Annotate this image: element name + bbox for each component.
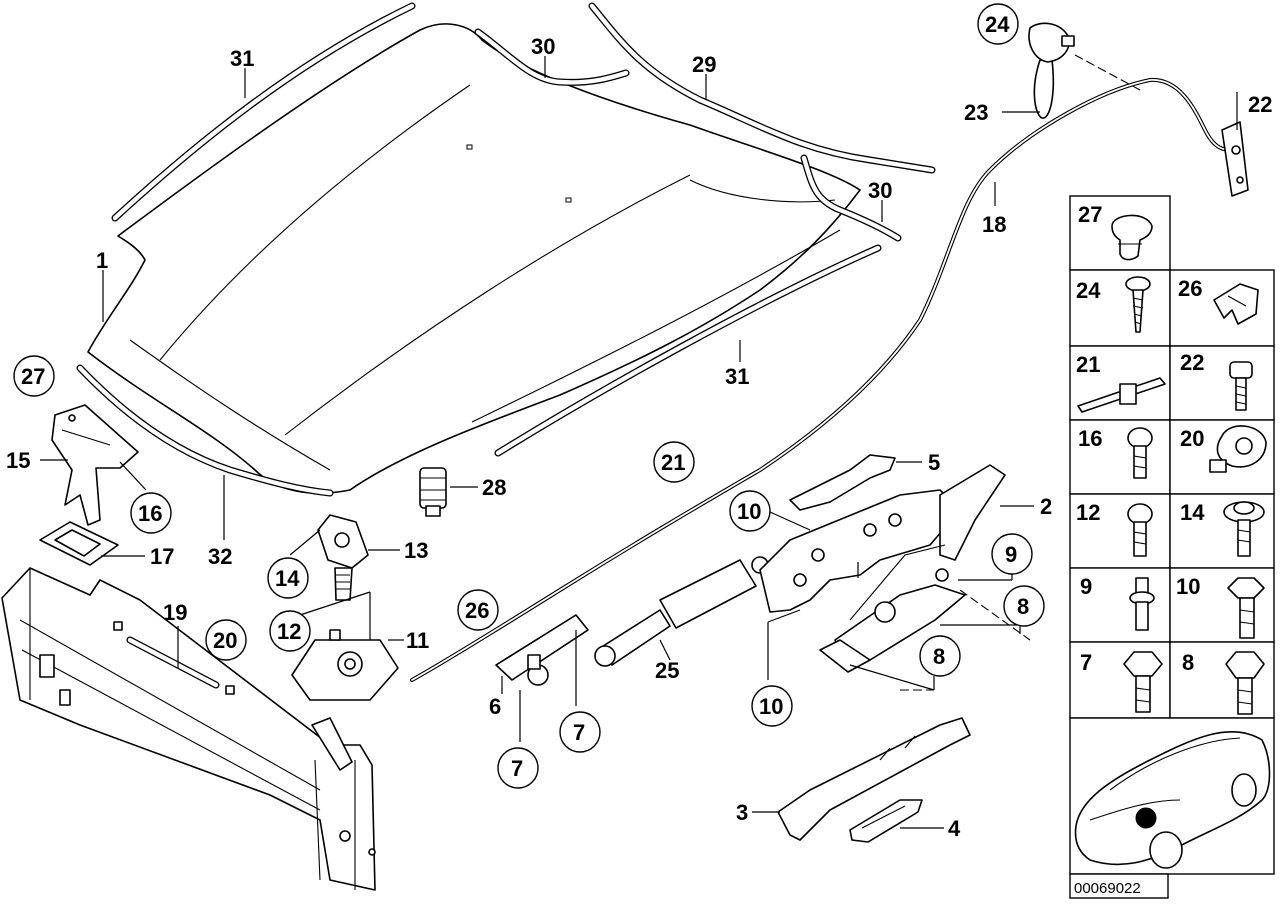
hood-panel [87, 23, 861, 494]
callout-31a: 31 [230, 46, 254, 71]
table-label-26: 26 [1178, 276, 1202, 301]
table-label-10: 10 [1176, 574, 1200, 599]
bolt-7-icon [1123, 651, 1163, 713]
dashed-leaders [900, 589, 1031, 691]
callout-30a: 30 [531, 34, 555, 59]
hood-lock-15 [51, 404, 139, 526]
callout-28: 28 [482, 475, 506, 500]
front-crossmember [1, 567, 376, 891]
gas-strut-25 [594, 556, 769, 667]
callout-16: 16 [138, 501, 162, 526]
callout-9: 9 [1005, 542, 1017, 567]
callout-29: 29 [692, 52, 716, 77]
callout-27: 27 [21, 364, 45, 389]
callout-15: 15 [6, 448, 30, 473]
cable-tie-21-icon [1077, 377, 1166, 413]
diagram-number-box: 00069022 [1069, 873, 1169, 899]
callout-3: 3 [736, 800, 748, 825]
release-cable-18 [410, 77, 1234, 682]
seal-32 [76, 364, 334, 497]
spring-plate-5 [789, 454, 896, 511]
car-location-icon [1074, 731, 1271, 869]
buffer-28 [419, 467, 447, 517]
callout-10a: 10 [737, 499, 761, 524]
callout-26: 26 [465, 598, 489, 623]
callout-14: 14 [275, 566, 300, 591]
table-label-21: 21 [1076, 352, 1100, 377]
callout-7b: 7 [573, 720, 585, 745]
release-handle-23 [1028, 22, 1075, 119]
hinge-plate-3 [777, 717, 971, 841]
callout-22-top: 22 [1248, 92, 1272, 117]
cable-bracket-22 [1221, 121, 1249, 197]
callout-23: 23 [964, 100, 988, 125]
bolt-10-icon [1227, 577, 1265, 639]
callout-8a: 8 [1017, 594, 1029, 619]
table-label-20: 20 [1180, 426, 1204, 451]
callout-1: 1 [96, 248, 108, 273]
callout-25: 25 [655, 658, 679, 683]
hinge-2 [759, 464, 1006, 673]
callout-24-circle [977, 3, 1019, 45]
seal-29 [588, 2, 936, 174]
callout-32: 32 [208, 544, 232, 569]
screw-22-icon [1229, 361, 1253, 411]
callout-12: 12 [277, 619, 301, 644]
callout-5: 5 [928, 450, 940, 475]
callout-8b: 8 [933, 644, 945, 669]
table-label-14: 14 [1180, 500, 1205, 525]
callout-30b: 30 [868, 178, 892, 203]
clip-4 [849, 799, 923, 843]
bolt-9-icon [1129, 577, 1155, 631]
table-label-24: 24 [1076, 278, 1101, 303]
seal-30-upper [474, 28, 630, 86]
diagram-number: 00069022 [1074, 880, 1141, 897]
seal-31-upper [111, 2, 416, 222]
callout-20: 20 [213, 628, 237, 653]
screw-12-icon [1127, 503, 1153, 557]
table-label-9: 9 [1080, 574, 1092, 599]
table-label-7: 7 [1080, 650, 1092, 675]
table-label-8: 8 [1182, 650, 1194, 675]
table-label-12: 12 [1076, 500, 1100, 525]
parts-table: 27 24 26 21 22 16 20 12 14 9 10 7 8 [1069, 195, 1275, 875]
callout-24-top: 24 [985, 12, 1010, 37]
callout-6: 6 [489, 694, 501, 719]
callout-13: 13 [404, 538, 428, 563]
table-label-27: 27 [1078, 202, 1102, 227]
callout-4: 4 [948, 816, 961, 841]
grommet-27-icon [1111, 214, 1153, 261]
callout-11: 11 [406, 628, 429, 653]
screw-16-icon [1127, 427, 1153, 479]
callout-17: 17 [150, 544, 174, 569]
callout-18: 18 [982, 212, 1006, 237]
callout-21: 21 [661, 450, 685, 475]
leader-lines [40, 56, 1238, 829]
table-label-22: 22 [1180, 350, 1204, 375]
table-label-16: 16 [1078, 426, 1102, 451]
seal-30-right [800, 154, 902, 242]
callout-31b: 31 [725, 364, 749, 389]
callout-7a: 7 [511, 756, 523, 781]
callout-10b: 10 [759, 694, 783, 719]
callout-2: 2 [1040, 494, 1052, 519]
bracket-6 [495, 614, 589, 686]
callout-19: 19 [163, 600, 187, 625]
bolt-8-icon [1225, 651, 1265, 715]
callout-labels: 31 30 29 24 22 23 30 18 1 31 27 15 16 17… [6, 3, 1284, 841]
screw-24-icon [1125, 276, 1151, 333]
clip-26-icon [1213, 283, 1259, 325]
seal-31-lower [494, 244, 882, 457]
latch-assembly-11 [291, 514, 399, 701]
clip-20-icon [1209, 425, 1267, 473]
screw-14-icon [1223, 501, 1265, 557]
rod-19 [113, 621, 235, 695]
catch-17 [39, 521, 119, 566]
